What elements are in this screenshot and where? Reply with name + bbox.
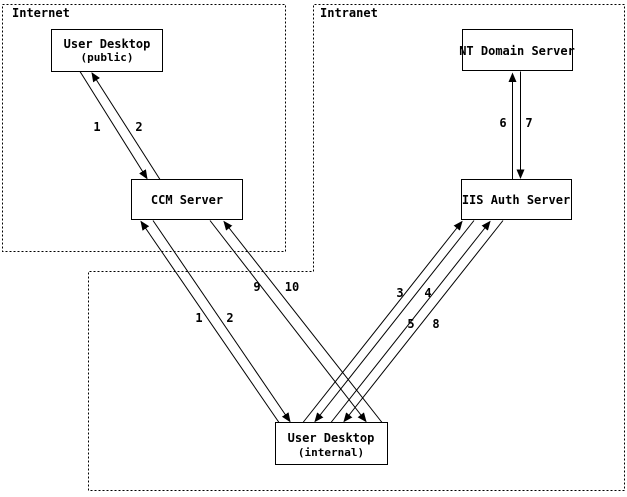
user-desktop-public-title: User Desktop [64,37,151,51]
node-nt-domain-server: NT Domain Server [459,29,575,71]
node-user-desktop-internal: User Desktop (internal) [275,422,388,465]
arrow-label-2-internal: 2 [226,311,233,325]
ccm-server-title: CCM Server [151,193,223,207]
arrow-label-10: 10 [285,280,299,294]
iis-auth-server-title: IIS Auth Server [462,193,570,207]
internet-zone-border [2,4,286,252]
arrow-label-7: 7 [525,116,532,130]
arrow-8-iis-to-internal [343,220,504,423]
arrow-label-3: 3 [396,286,403,300]
user-desktop-internal-box [275,422,388,465]
user-desktop-public-subtitle: (public) [81,51,134,64]
arrow-label-1-internal: 1 [195,311,202,325]
arrow-4-iis-to-internal [314,220,475,423]
arrow-10-internal-to-ccm [223,220,383,423]
arrow-label-4: 4 [424,286,431,300]
nt-domain-server-box [462,29,573,71]
arrow-label-8: 8 [432,317,439,331]
internet-zone-label: Internet [12,6,70,20]
node-user-desktop-public: User Desktop (public) [51,29,163,72]
arrow-label-2-public: 2 [135,120,142,134]
arrow-label-9: 9 [253,280,260,294]
ccm-server-box [131,179,243,220]
user-desktop-public-box [51,29,163,72]
arrow-2-ccm-to-public [91,72,161,180]
intranet-zone-label: Intranet [320,6,378,20]
intranet-zone-border [88,4,625,491]
user-desktop-internal-subtitle: (internal) [298,446,364,459]
arrow-5-internal-to-iis [330,220,491,423]
node-ccm-server: CCM Server [131,179,243,220]
arrow-label-6: 6 [499,116,506,130]
node-iis-auth-server: IIS Auth Server [461,179,572,220]
arrow-9-ccm-to-internal [209,220,367,423]
nt-domain-server-title: NT Domain Server [459,44,575,58]
user-desktop-internal-title: User Desktop [288,431,375,445]
arrow-label-1-public: 1 [93,120,100,134]
arrow-1-internal-to-ccm [140,220,280,423]
arrow-2-ccm-to-internal [152,220,291,423]
arrow-1-public-to-ccm [79,71,148,180]
iis-auth-server-box [461,179,572,220]
arrow-label-5: 5 [407,317,414,331]
arrow-3-internal-to-iis [302,220,463,423]
